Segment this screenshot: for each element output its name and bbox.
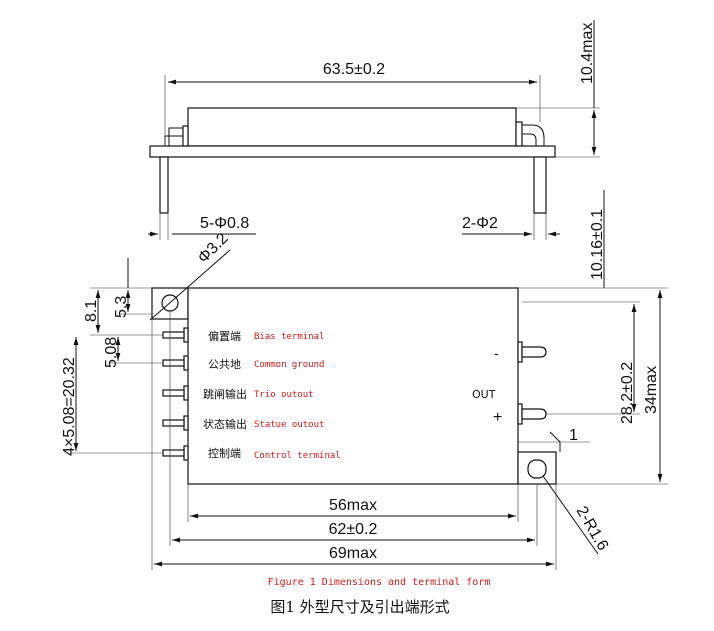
left-pin-lead [159,156,169,214]
dim-left-5-08: 5.08 [103,337,120,368]
terminal-3-en: Trio outout [254,390,314,400]
right-bent-pin [522,124,545,146]
output-out-label: OUT [472,388,496,401]
right-mount-slot [527,459,547,479]
output-pins [517,341,547,425]
dim-left-8-1: 8.1 [83,300,100,322]
right-pin-lead [533,156,547,214]
caption-en: Figure 1 Dimensions and terminal form [268,577,491,588]
dim-width-69: 69max [329,545,377,562]
side-view-body [187,107,517,147]
left-pin-collar [182,125,189,147]
top-view: Φ3.2 偏置端 Bias terminal 公共地 Common ground… [61,230,668,570]
caption-cn: 图1 外型尺寸及引出端形式 [270,598,449,616]
dim-left-pitch: 4×5.08=20.32 [61,357,78,456]
terminal-4-en: Statue outout [254,420,324,430]
output-plus-label: + [493,409,502,426]
side-view: 63.5±0.2 10.4max 5-Φ0.8 2-Φ2 10.16±0.1 [148,20,606,288]
terminal-2-cn: 公共地 [208,358,241,371]
dim-width-56: 56max [329,497,377,514]
dim-right-34max: 34max [643,366,660,414]
terminal-3-cn: 跳闸输出 [203,387,247,401]
dim-pins-large: 2-Φ2 [462,215,498,232]
terminal-pins [162,327,189,461]
dim-right-1: 1 [569,427,578,444]
dim-left-5-3: 5.3 [113,296,130,318]
dim-top-length: 63.5±0.2 [323,61,385,78]
top-view-body [187,287,519,485]
terminal-4-cn: 状态输出 [203,417,247,431]
terminal-1-cn: 偏置端 [208,329,241,343]
output-minus-label: - [494,345,499,361]
dim-height-max: 10.4max [579,23,596,84]
left-bent-pin [164,127,184,146]
terminal-5-cn: 控制端 [208,446,241,460]
dim-width-62: 62±0.2 [329,521,378,538]
dim-mount-hole: Φ3.2 [195,230,232,267]
terminal-2-en: Common ground [254,360,324,370]
dim-pins-small: 5-Φ0.8 [200,215,249,232]
side-view-baseplate [149,145,556,158]
dim-pin-offset: 10.16±0.1 [589,209,606,280]
terminal-1-en: Bias terminal [254,332,324,342]
dim-right-28-2: 28.2±0.2 [619,362,636,424]
right-pin-collar [515,121,523,147]
terminal-5-en: Control terminal [254,451,341,461]
